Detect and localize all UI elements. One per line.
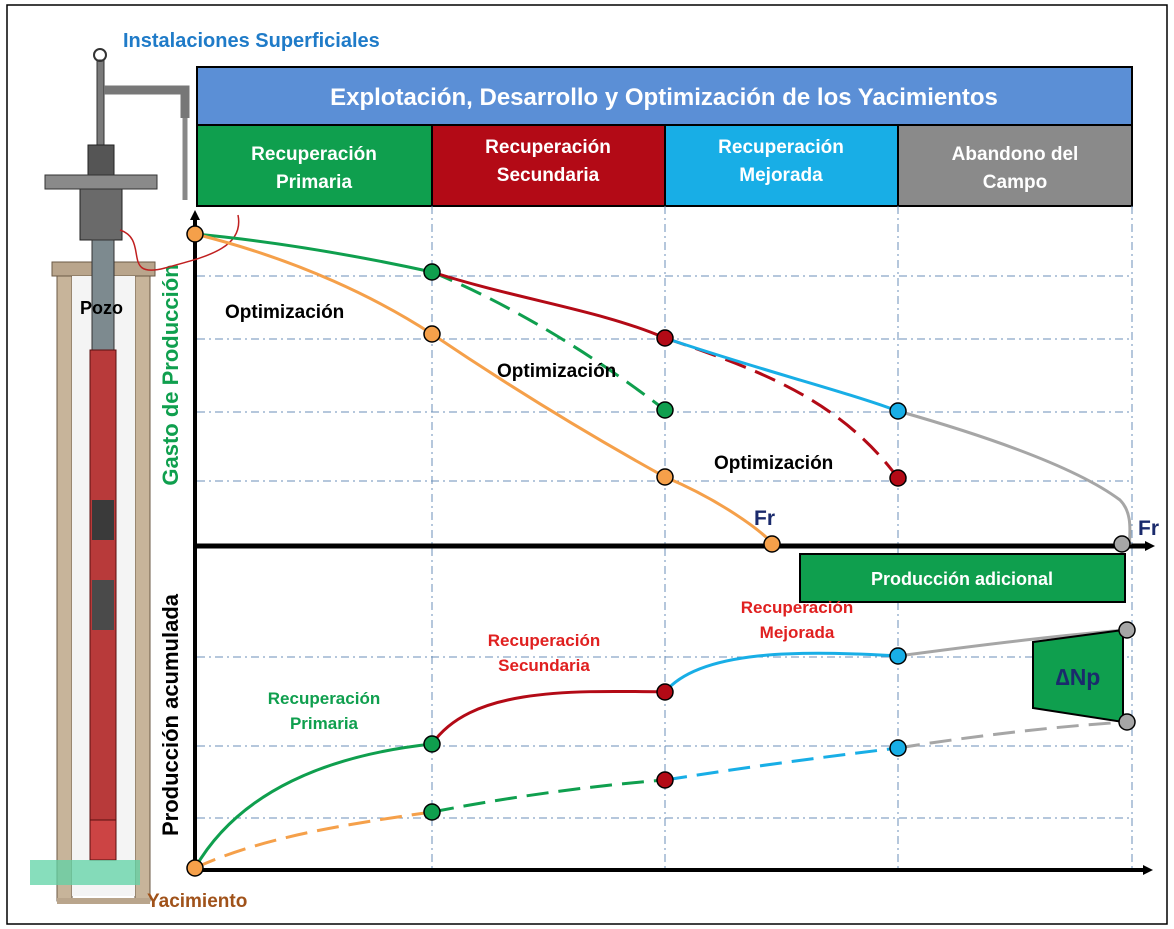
lower-y-axis-label: Producción acumulada <box>158 593 183 836</box>
phase-secondary-line1: Recuperación <box>485 137 611 158</box>
recovery-factor-label-2: Fr <box>1138 517 1159 540</box>
lower-secondary-line2: Secundaria <box>498 656 590 675</box>
lower-enhanced-line2: Mejorada <box>760 623 835 642</box>
marker-secondary-dashed-end <box>889 469 907 487</box>
well-label: Pozo <box>80 298 123 318</box>
optimization-label-2: Optimización <box>497 361 616 382</box>
base-rate-curve <box>194 232 774 545</box>
phase-abandon-line2: Campo <box>983 172 1047 193</box>
phase-primary-box <box>196 124 433 207</box>
reservoir-zone <box>30 860 140 885</box>
phase-secondary-line2: Secundaria <box>497 165 600 186</box>
well-illustration: Pozo Yacimiento <box>30 48 247 912</box>
power-cable <box>119 214 240 271</box>
marker-abandon-fr <box>1113 535 1131 553</box>
primary-cumulative-curve <box>193 742 433 869</box>
marker-enhanced-end <box>889 402 907 420</box>
phase-abandon-line1: Abandono del <box>952 144 1079 165</box>
phase-enhanced-line1: Recuperación <box>718 137 844 158</box>
marker-cum-enhanced <box>889 647 907 665</box>
wellhead-wing <box>44 174 158 190</box>
marker-cum-secondary <box>656 683 674 701</box>
upper-y-axis-label: Gasto de Producción <box>158 264 183 485</box>
lower-enhanced-line1: Recuperación <box>741 598 853 617</box>
marker-cum-start <box>186 859 204 877</box>
banner-title: Explotación, Desarrollo y Optimización d… <box>330 84 998 111</box>
outer-frame <box>6 4 1168 925</box>
casing-left <box>56 275 73 902</box>
secondary-rate-curve <box>431 270 666 340</box>
delta-np-label: ∆Np <box>1056 664 1101 690</box>
marker-cum-abandon <box>1118 621 1136 639</box>
motor-section <box>92 580 114 630</box>
upper-curves <box>194 232 1132 546</box>
abandon-rate-curve <box>897 409 1132 546</box>
phase-boxes: Recuperación Primaria Recuperación Secun… <box>196 124 1133 207</box>
wellhead-stem <box>96 59 105 151</box>
pump-intake <box>92 500 114 540</box>
phase-enhanced-line2: Mejorada <box>739 165 823 186</box>
marker-cum-primary <box>423 735 441 753</box>
marker-secondary-end <box>656 329 674 347</box>
lower-secondary-line1: Recuperación <box>488 631 600 650</box>
marker-base-start <box>186 225 204 243</box>
casing-right <box>134 275 151 902</box>
marker-cum-secondary-dashed <box>656 771 674 789</box>
phase-primary-line2: Primaria <box>276 172 352 193</box>
lower-curves <box>193 628 1128 870</box>
primary-rate-curve <box>194 232 433 274</box>
well-bottom <box>57 898 150 904</box>
marker-base-primary <box>423 325 441 343</box>
flow-line <box>104 85 190 118</box>
reservoir-label: Yacimiento <box>147 891 247 912</box>
marker-cum-primary-dashed <box>423 803 441 821</box>
marker-base-secondary <box>656 468 674 486</box>
installations-title: Instalaciones Superficiales <box>123 30 380 52</box>
phase-abandon-box <box>897 124 1133 207</box>
phase-primary-line1: Recuperación <box>251 144 377 165</box>
enhanced-cumulative-dashed <box>664 746 899 782</box>
optimization-label-1: Optimización <box>225 302 344 323</box>
enhanced-cumulative-curve <box>663 651 899 693</box>
secondary-cumulative-curve <box>430 689 666 745</box>
markers <box>186 225 1136 877</box>
optimization-label-3: Optimización <box>714 453 833 474</box>
primary-cumulative-dashed <box>431 778 666 814</box>
phase-secondary-box <box>431 124 666 207</box>
tubing <box>91 239 115 351</box>
marker-base-fr <box>763 535 781 553</box>
additional-production-box <box>799 553 1126 603</box>
lower-primary-line2: Primaria <box>290 714 359 733</box>
grid-lines <box>197 206 1133 870</box>
recovery-factor-label-1: Fr <box>754 507 775 530</box>
wellhead-body <box>79 184 123 241</box>
abandon-cumulative-dashed <box>897 720 1128 750</box>
marker-cum-enhanced-dashed <box>889 739 907 757</box>
wellhead-handwheel <box>93 48 107 62</box>
base-cumulative-dashed <box>194 810 433 870</box>
marker-primary-end <box>423 263 441 281</box>
additional-production-label: Producción adicional <box>871 569 1053 589</box>
marker-cum-abandon-dashed <box>1118 713 1136 731</box>
pump-bottom <box>89 819 117 861</box>
lower-primary-line1: Recuperación <box>268 689 380 708</box>
enhanced-rate-curve <box>664 336 899 413</box>
marker-primary-dashed-end <box>656 401 674 419</box>
primary-rate-dashed <box>431 270 666 412</box>
